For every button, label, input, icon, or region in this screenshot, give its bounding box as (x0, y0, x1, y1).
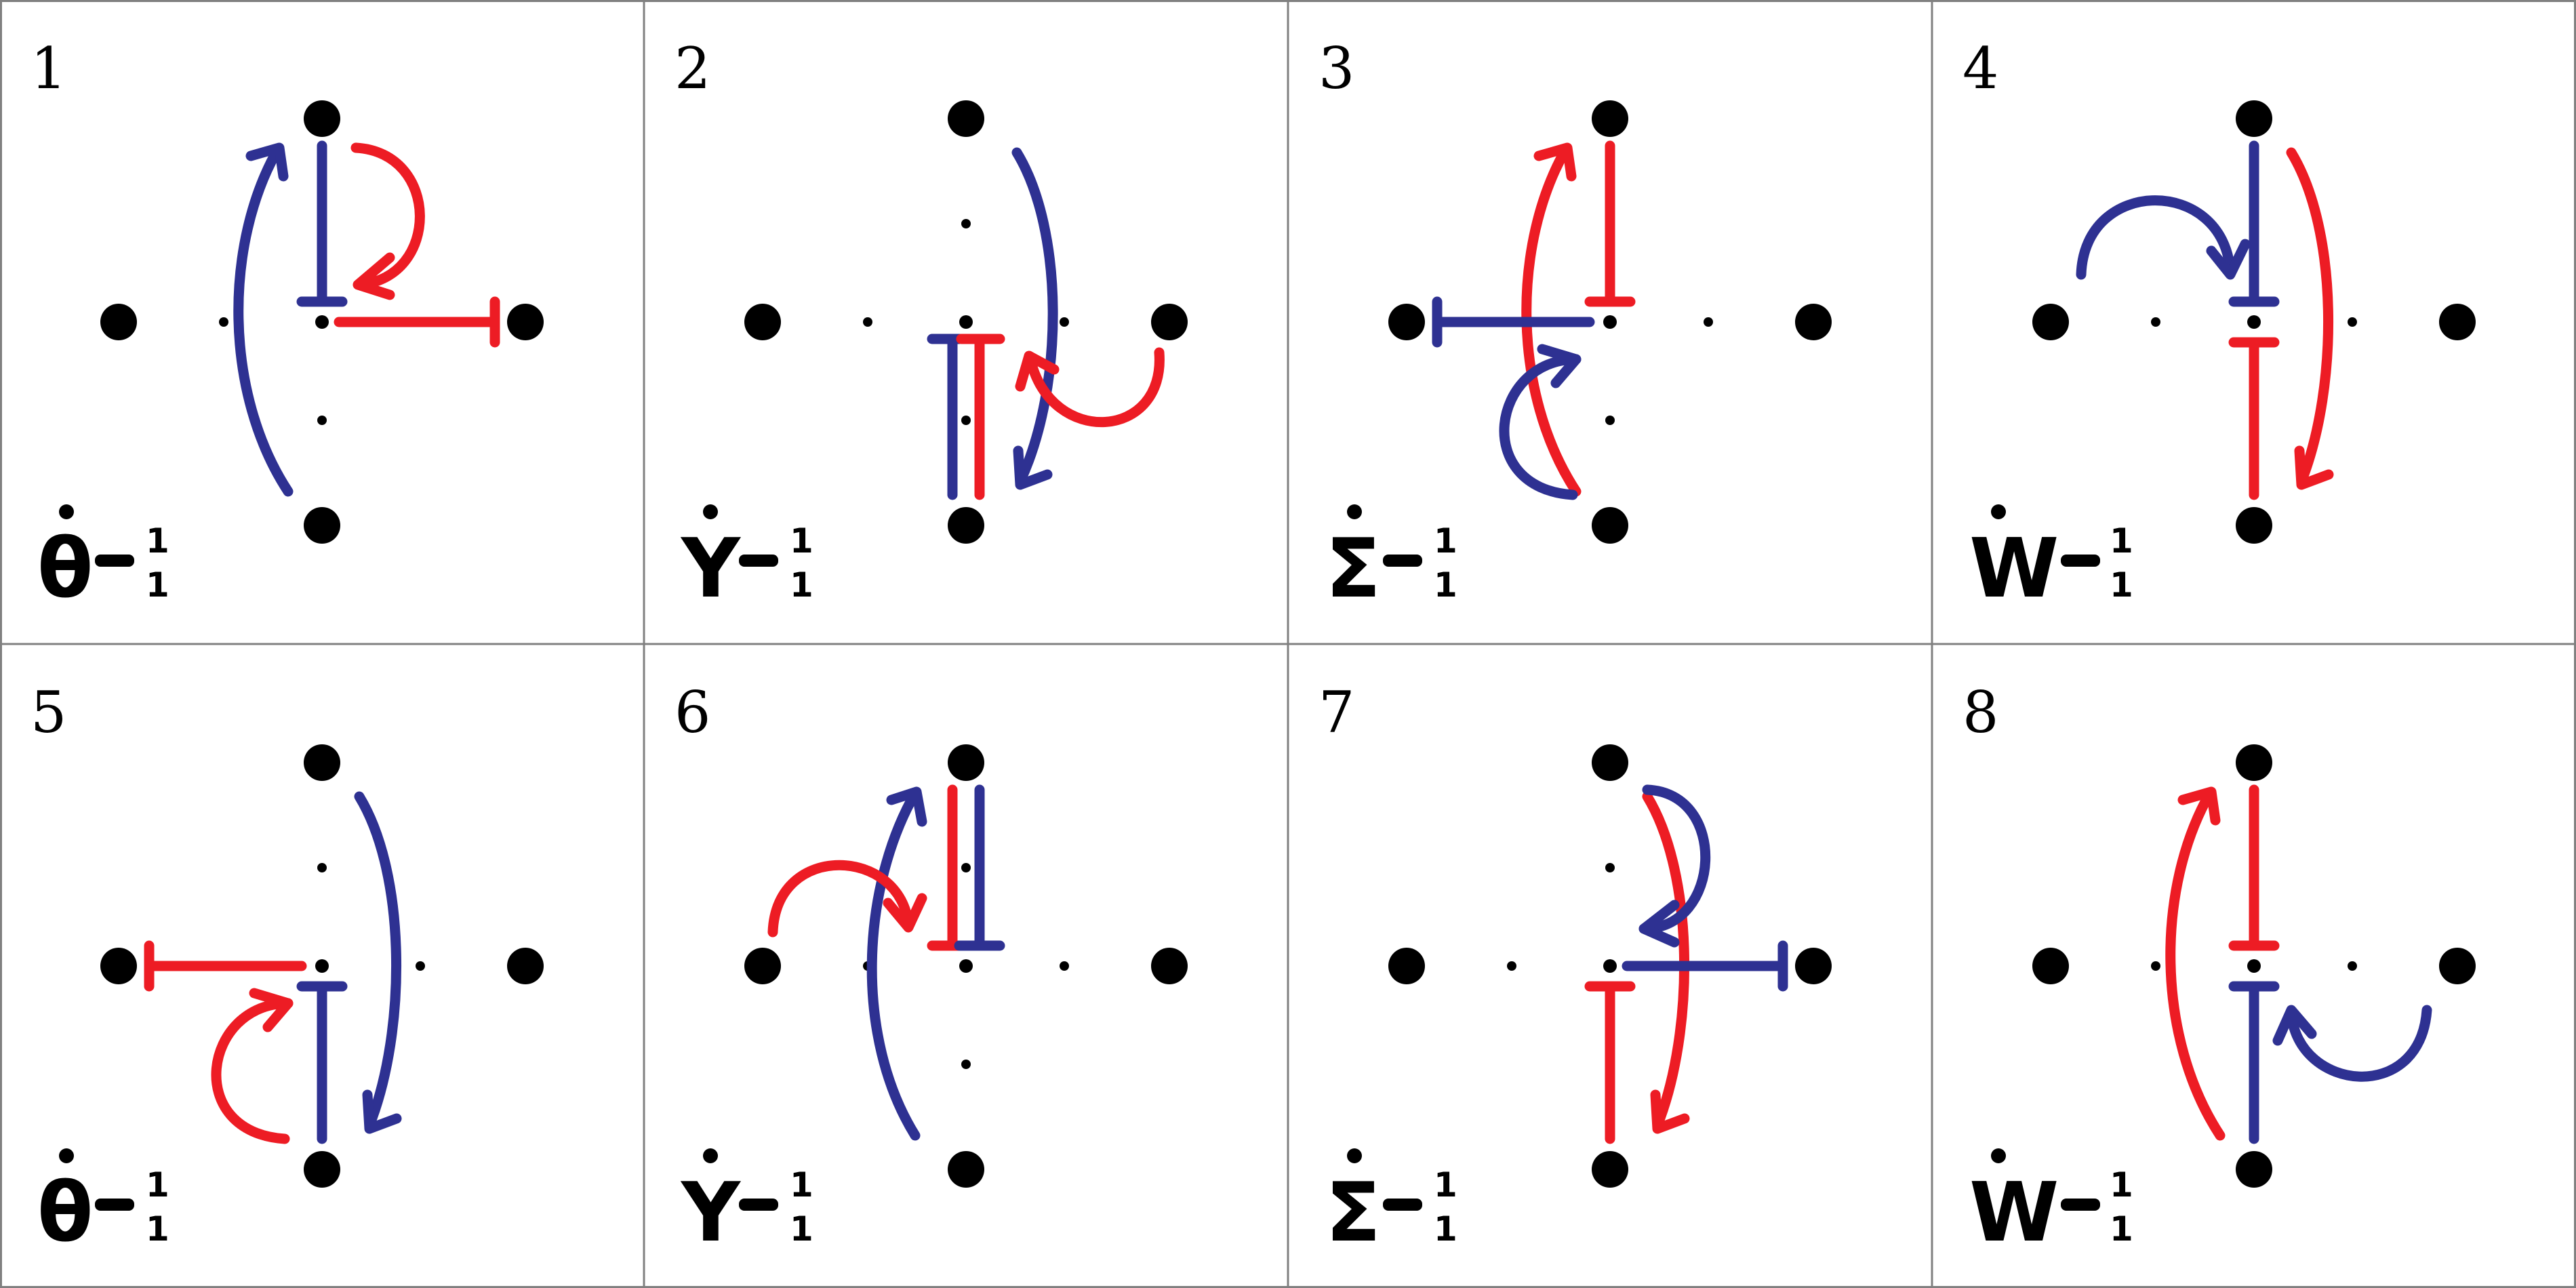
panel-number: 5 (31, 679, 66, 746)
label-symbol: Y (680, 1166, 742, 1260)
panel-3: 3 Σ 1 1 (1319, 35, 1832, 616)
panel-number: 7 (1319, 679, 1354, 746)
label-subscript: 1 (146, 565, 169, 605)
label-subscript: 1 (146, 1209, 169, 1249)
label-superscript: 1 (790, 1165, 813, 1205)
panel-2: 2 Y 1 1 (675, 35, 1188, 616)
label-superscript: 1 (2110, 521, 2133, 561)
panel-7: 7 Σ 1 1 (1319, 679, 1832, 1260)
panel-number: 8 (1963, 679, 1998, 746)
label-symbol: Σ (1325, 522, 1381, 616)
panel-label: Y 1 1 (680, 1148, 813, 1260)
panel-number: 6 (675, 679, 710, 746)
panel-label: W 1 1 (1969, 1148, 2133, 1260)
panel-1: 1 θ 1 1 (31, 35, 544, 616)
panel-8: 8 W 1 1 (1963, 679, 2476, 1260)
label-subscript: 1 (2110, 565, 2133, 605)
label-symbol: θ (37, 522, 93, 616)
label-symbol: Y (680, 522, 742, 616)
panel-label: Σ 1 1 (1325, 504, 1457, 616)
label-superscript: 1 (2110, 1165, 2133, 1205)
label-subscript: 1 (790, 565, 813, 605)
panel-5: 5 θ 1 1 (31, 679, 544, 1260)
label-superscript: 1 (146, 1165, 169, 1205)
label-subscript: 1 (1434, 1209, 1457, 1249)
label-subscript: 1 (1434, 565, 1457, 605)
panel-label: W 1 1 (1969, 504, 2133, 616)
panel-4: 4 W 1 1 (1963, 35, 2476, 616)
label-symbol: θ (37, 1166, 93, 1260)
panel-number: 1 (31, 35, 66, 102)
label-subscript: 1 (2110, 1209, 2133, 1249)
label-superscript: 1 (1434, 521, 1457, 561)
panel-label: Y 1 1 (680, 504, 813, 616)
panel-label: θ 1 1 (37, 504, 169, 616)
label-symbol: Σ (1325, 1166, 1381, 1260)
label-superscript: 1 (1434, 1165, 1457, 1205)
panel-label: θ 1 1 (37, 1148, 169, 1260)
label-symbol: W (1969, 522, 2059, 616)
panel-6: 6 Y 1 1 (675, 679, 1188, 1260)
label-subscript: 1 (790, 1209, 813, 1249)
panel-number: 4 (1963, 35, 1998, 102)
label-symbol: W (1969, 1166, 2059, 1260)
panel-number: 2 (675, 35, 710, 102)
label-superscript: 1 (146, 521, 169, 561)
label-superscript: 1 (790, 521, 813, 561)
panel-label: Σ 1 1 (1325, 1148, 1457, 1260)
panel-number: 3 (1319, 35, 1354, 102)
